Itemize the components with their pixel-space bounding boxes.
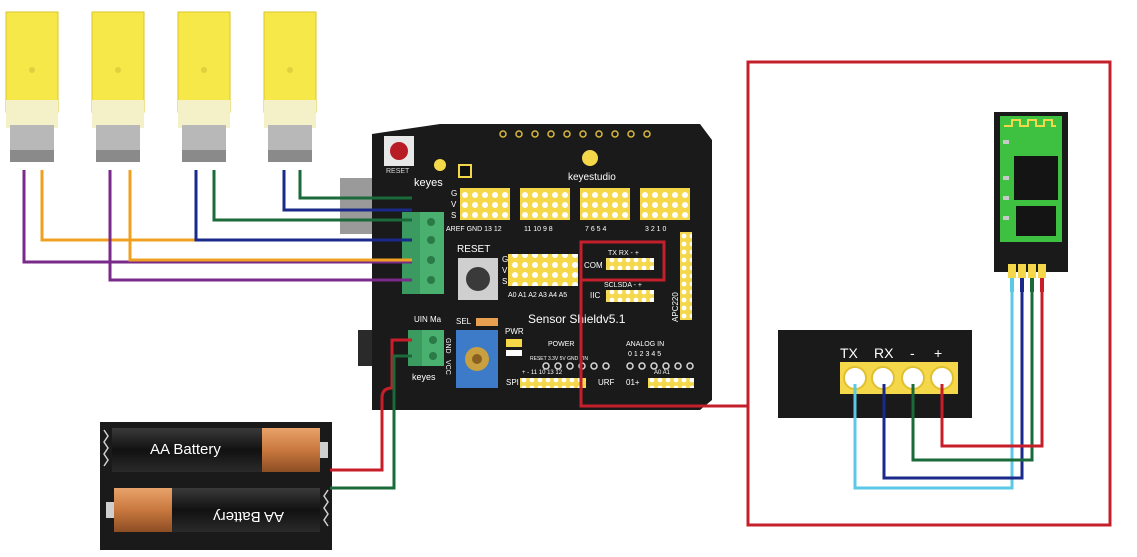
wire-motor2-purple: [108, 170, 412, 282]
motor-3: [177, 11, 231, 162]
bottom-a: + - 11 10 13 12: [522, 370, 563, 376]
motor-4: [263, 11, 317, 162]
a0a1-label: A0 A1: [654, 370, 671, 376]
wire-motor4-blue: [282, 170, 412, 212]
urf-label: URF: [598, 378, 615, 387]
battery-pack: AA Battery AA Battery: [100, 422, 332, 550]
sel-label: SEL: [456, 317, 472, 326]
power-pins: RESET 3.3V 5V GND VIN: [530, 356, 588, 362]
s-label: S: [451, 211, 456, 220]
gnd-label: GND: [444, 338, 451, 354]
bluetooth-wires: [853, 290, 1044, 490]
s-label-2: S: [502, 277, 507, 286]
v-label-2: V: [502, 266, 508, 275]
g-label-2: G: [502, 255, 508, 264]
analog-pins: 0 1 2 3 4 5: [628, 351, 661, 358]
apc-label: APC220: [671, 292, 680, 322]
analog-label: ANALOG IN: [626, 341, 664, 348]
wire-motor3-green: [212, 170, 412, 222]
wire-motor1-purple: [22, 170, 412, 264]
reset-label: RESET: [457, 244, 490, 255]
reset-small-label: RESET: [386, 168, 410, 175]
wire-motor3-blue: [194, 170, 412, 242]
sensor-shield-board: RESET keyestudio keyes G V S AREF GND 13…: [340, 124, 712, 410]
bottom-b: 01+: [626, 378, 640, 387]
v-label: V: [451, 200, 457, 209]
bluetooth-module: [994, 112, 1068, 292]
brand-top: keyestudio: [568, 172, 616, 183]
pwr-label: PWR: [505, 327, 524, 336]
bluetooth-detail-box: [746, 60, 1112, 527]
vcc-label: VCC: [444, 360, 451, 375]
enlarged-com-header: TX RX - +: [778, 330, 972, 418]
digital-c: 3 2 1 0: [645, 226, 667, 233]
power-label: POWER: [548, 341, 574, 348]
motor-terminal-block: [402, 212, 444, 294]
shield-title: Sensor Shieldv5.1: [528, 312, 626, 326]
brand-bottom: keyes: [412, 372, 436, 382]
com-header: [606, 258, 654, 270]
pin-minus-label: -: [910, 345, 915, 361]
wire-battery-green: [330, 354, 412, 490]
pin-rx-label: RX: [874, 345, 894, 361]
battery-top-label: AA Battery: [150, 441, 221, 458]
uin-label: UIN Ma: [414, 315, 442, 324]
g-label: G: [451, 189, 457, 198]
wire-bt-tx: [853, 290, 1014, 490]
wire-bt-vcc: [940, 290, 1044, 448]
digital-b: 7 6 5 4: [585, 226, 607, 233]
motor-1: [5, 11, 59, 162]
com-highlight: [579, 60, 1112, 527]
motor-wires: [22, 170, 412, 282]
spi-label: SPI: [506, 378, 519, 387]
motor-2: [91, 11, 145, 162]
battery-bottom-label: AA Battery: [213, 508, 284, 525]
iic-label: IIC: [590, 291, 600, 300]
wire-motor4-green: [298, 170, 412, 200]
wire-battery-red: [330, 338, 412, 472]
brand-left: keyes: [414, 177, 443, 189]
com-label: COM: [584, 261, 603, 270]
pin-tx-label: TX: [840, 345, 859, 361]
aref-row: AREF GND 13 12: [446, 226, 502, 233]
antenna-icon: [1004, 119, 1056, 127]
battery-wires: [330, 338, 412, 490]
analog-row: A0 A1 A2 A3 A4 A5: [508, 292, 567, 299]
wire-motor2-orange: [128, 170, 412, 262]
digital-a: 11 10 9 8: [524, 226, 553, 233]
wire-bt-rx: [882, 290, 1024, 480]
com-pins: TX RX - +: [608, 250, 639, 257]
iic-pins: SCLSDA - +: [604, 282, 642, 289]
power-terminal-block: [408, 330, 444, 366]
wire-bt-gnd: [911, 290, 1034, 462]
keyestudio-logo-icon: [582, 150, 598, 166]
pin-plus-label: +: [934, 345, 942, 361]
